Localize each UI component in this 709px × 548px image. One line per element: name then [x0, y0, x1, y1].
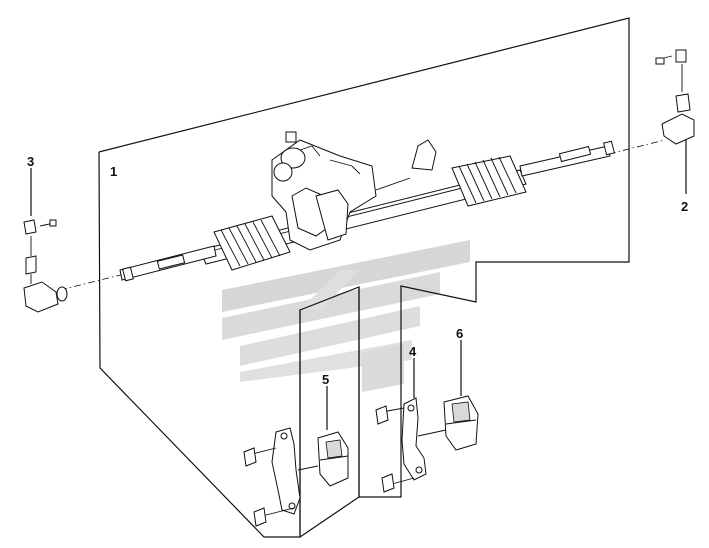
- mounting-bushing-left: [297, 431, 349, 487]
- callout-2: 2: [681, 199, 688, 214]
- left-boot: [213, 215, 291, 271]
- callout-6: 6: [456, 326, 463, 341]
- right-boot: [451, 155, 527, 207]
- mounting-bushing-right: [417, 340, 479, 451]
- tie-rod-end-left: [23, 168, 68, 313]
- tie-rod-end-right: [655, 49, 695, 194]
- callout-1: 1: [110, 164, 117, 179]
- mounting-clamp-right: [375, 358, 427, 493]
- callout-3: 3: [27, 154, 34, 169]
- right-inner-tie-rod: [519, 140, 615, 177]
- callout-4: 4: [409, 344, 417, 359]
- callout-5: 5: [322, 372, 329, 387]
- mounting-clamp-left: [243, 386, 328, 527]
- watermark-logo: [222, 240, 470, 392]
- valve-body: [271, 131, 437, 251]
- left-inner-tie-rod: [119, 245, 217, 282]
